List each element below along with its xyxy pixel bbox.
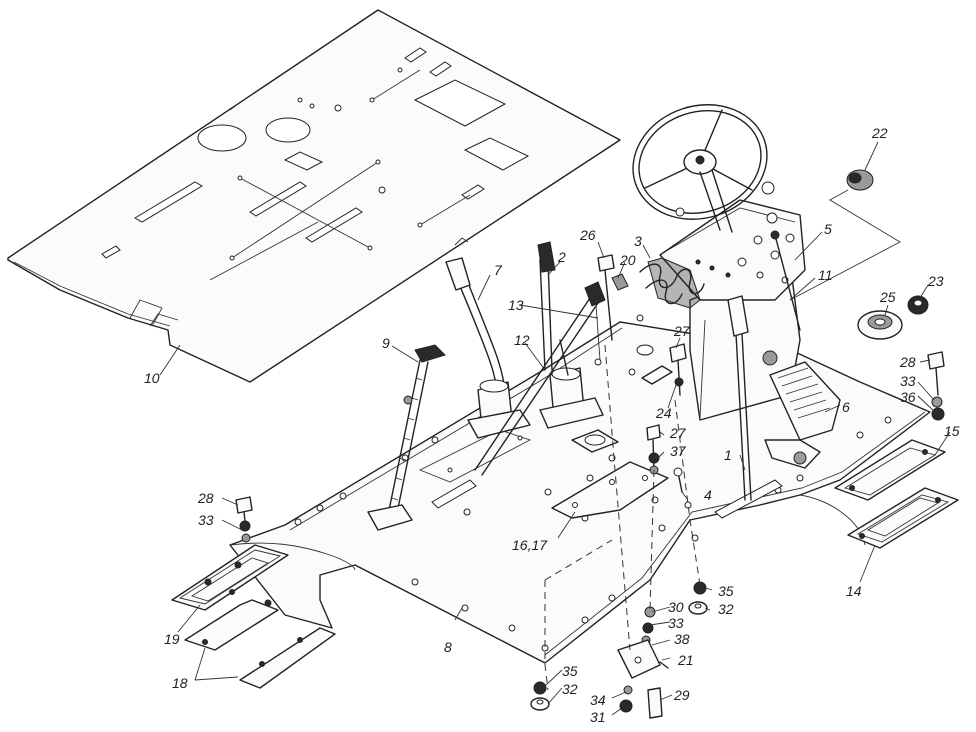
callout-32a: 32: [718, 601, 734, 617]
callout-1: 1: [724, 447, 732, 463]
callout-9: 9: [382, 335, 390, 351]
callout-11: 11: [818, 267, 833, 283]
lever-9: [367, 344, 446, 531]
lever-2: [537, 241, 556, 371]
callout-28b: 28: [899, 354, 916, 370]
bolt-27b-37: [646, 424, 661, 475]
callout-33b: 33: [900, 373, 916, 389]
callout-38: 38: [674, 631, 690, 647]
callout-34: 34: [590, 692, 606, 708]
bushing-22: [789, 169, 901, 301]
assembly-axis-lines: [544, 344, 701, 691]
callout-23: 23: [927, 273, 944, 289]
callout-28a: 28: [197, 490, 214, 506]
callout-32b: 32: [562, 681, 578, 697]
callout-37: 37: [670, 443, 687, 459]
callout-16-17: 16,17: [512, 537, 548, 553]
bolt-28-right: [927, 351, 945, 421]
callout-labels: 1 2 3 4 5 6 7 8 9 10 11 12 13 14 15 16,1…: [144, 125, 960, 725]
pin-4: [673, 467, 683, 493]
callout-33a: 33: [198, 512, 214, 528]
callout-36: 36: [900, 389, 916, 405]
callout-5: 5: [824, 221, 832, 237]
callout-22: 22: [871, 125, 888, 141]
lever-1: [727, 295, 752, 501]
callout-24: 24: [655, 405, 672, 421]
spiral-cable-3: [639, 257, 705, 309]
pedal-pad-19: [171, 544, 289, 611]
callout-35b: 35: [562, 663, 578, 679]
callout-2: 2: [557, 249, 566, 265]
callout-3: 3: [634, 233, 642, 249]
bracket-16-17: [551, 461, 669, 519]
callout-33c: 33: [668, 615, 684, 631]
pedal-pad-14: [847, 487, 959, 549]
pad-24: [641, 365, 673, 385]
callout-15: 15: [944, 423, 960, 439]
bolt-28-left: [235, 496, 253, 543]
callout-29: 29: [673, 687, 690, 703]
floor-plate-8: [229, 314, 931, 664]
bolt-27: [669, 343, 687, 396]
leader-lines: [159, 141, 951, 716]
lever-7: [445, 257, 531, 439]
grommet-13: [595, 304, 654, 361]
callout-27b: 27: [669, 425, 687, 441]
callout-6: 6: [842, 399, 850, 415]
callout-4: 4: [704, 487, 712, 503]
bolt-26: [597, 254, 615, 341]
callout-10: 10: [144, 370, 160, 386]
cover-plate-small: [571, 429, 619, 453]
callout-21: 21: [677, 652, 694, 668]
bottom-fasteners: [530, 581, 708, 719]
callout-19: 19: [164, 631, 180, 647]
callout-14: 14: [846, 583, 862, 599]
callout-8: 8: [444, 639, 452, 655]
callout-25: 25: [879, 289, 896, 305]
grommet-25: [857, 310, 903, 340]
callout-13: 13: [508, 297, 524, 313]
lever-12: [474, 281, 606, 476]
callout-30: 30: [668, 599, 684, 615]
clip-20: [611, 273, 629, 291]
callout-7: 7: [494, 262, 503, 278]
callout-35a: 35: [718, 583, 734, 599]
callout-18: 18: [172, 675, 188, 691]
callout-20: 20: [619, 252, 636, 268]
pedal-pad-18: [184, 599, 336, 689]
cover-sheet-10: [7, 9, 621, 383]
nut-23: [907, 295, 929, 315]
callout-31: 31: [590, 709, 606, 725]
brake-pedal-6: [762, 350, 841, 469]
callout-26: 26: [579, 227, 596, 243]
callout-12: 12: [514, 332, 530, 348]
callout-27a: 27: [673, 323, 691, 339]
